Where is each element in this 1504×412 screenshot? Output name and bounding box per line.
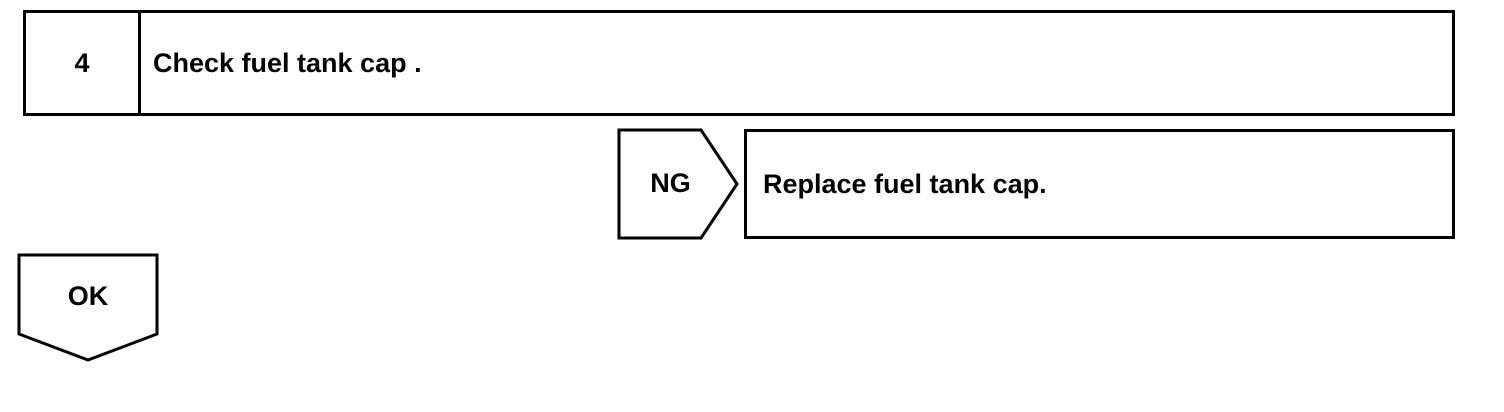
ng-label: NG [650, 167, 691, 198]
ng-action-text: Replace fuel tank cap. [763, 168, 1047, 199]
ok-label: OK [67, 280, 109, 311]
step-number: 4 [26, 13, 141, 113]
step-title: Check fuel tank cap . [153, 47, 422, 78]
step-box: 4 Check fuel tank cap . [23, 10, 1455, 116]
ng-action-box: Replace fuel tank cap. [744, 129, 1455, 239]
